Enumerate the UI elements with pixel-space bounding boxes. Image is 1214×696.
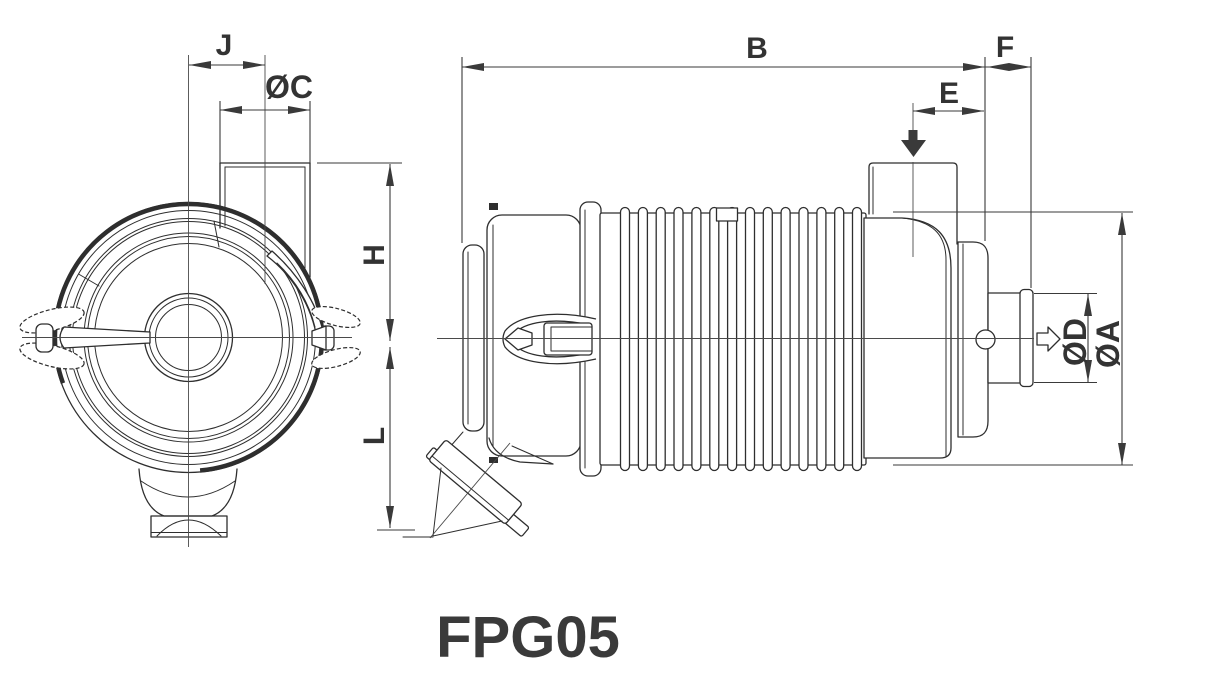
bellows-rib [691,206,702,472]
label-L: L [358,427,391,445]
dimension-C: ØC [220,69,313,114]
bellows-rib [709,206,720,472]
cover-clip-bottom [489,457,498,463]
label-D: ØD [1057,318,1093,366]
front-dust-outlet [138,468,238,538]
front-view [19,162,361,538]
dimension-B: B [462,32,985,71]
vacuum-valve-ball [975,329,996,350]
bellows-rib [673,206,684,472]
outlet-pipe-ring [1019,288,1034,388]
inlet-flow-arrow-icon [901,130,926,157]
front-left-latch [19,306,151,370]
dimensions: J ØC B F E [189,29,1133,531]
bellows-rib [851,206,863,472]
side-latch [502,313,597,365]
label-J: J [216,29,233,62]
wing-nut-lower [19,342,85,370]
dimension-F: F [985,31,1031,71]
bellows-rib [798,206,809,472]
dimension-J: J [189,29,265,69]
label-H: H [358,244,391,266]
wing-nut-upper [19,306,85,334]
side-view [402,162,1034,539]
label-E: E [939,77,959,110]
bellows-rib [655,206,666,472]
rear-housing [863,217,952,459]
label-C: ØC [265,69,313,105]
bellows-rib [780,206,791,472]
outlet-flow-arrow-icon [1036,326,1061,352]
drawing-title: FPG05 [436,605,620,670]
bellows-rib [762,206,773,472]
bellows-rib [637,206,649,472]
front-right-latch [311,305,361,370]
label-A: ØA [1090,320,1126,368]
label-B: B [746,32,768,65]
rear-end-cap [957,241,989,438]
bellows-rib [816,206,827,472]
dimension-D: ØD [1057,294,1093,382]
dimension-A: ØA [1090,213,1126,465]
mounting-tab [715,207,739,222]
bellows-rib [834,206,845,472]
end-disc [462,244,485,432]
dimension-L: L [358,347,394,528]
dimension-H: H [358,164,394,341]
dust-ejector-valve [402,431,554,539]
bellows-ribs [619,206,863,472]
cover-clip-top [489,203,498,210]
label-F: F [996,31,1014,64]
bellows-rib [726,206,738,472]
dimension-E: E [913,77,984,115]
bellows-rib [619,206,631,472]
housing-rim-seal-arc [52,201,325,473]
bellows-rib [744,206,756,472]
centerlines [22,55,1034,547]
